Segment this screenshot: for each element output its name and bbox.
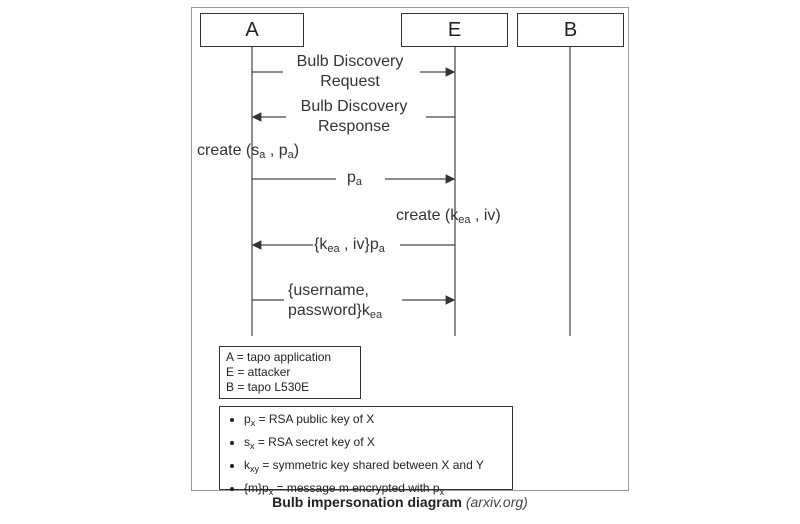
caption-title: Bulb impersonation diagram <box>272 494 462 510</box>
msg-kea-iv: {kea , iv}pa <box>314 236 385 255</box>
actor-e-box: E <box>401 13 508 47</box>
legend-actor-e: E = attacker <box>226 365 291 379</box>
legend-actor-b: B = tapo L530E <box>226 380 310 394</box>
diagram-frame <box>191 7 629 491</box>
legend-encrypted-message: {m}px = message m encrypted with px <box>244 479 506 502</box>
caption-source: (arxiv.org) <box>465 494 528 510</box>
actor-b-box: B <box>517 13 624 47</box>
msg-pa: pa <box>347 169 363 188</box>
key-legend: px = RSA public key of X sx = RSA secret… <box>219 406 513 497</box>
msg-discovery-request: Bulb Discovery Request <box>296 53 404 90</box>
legend-actor-a: A = tapo application <box>226 350 332 364</box>
legend-secret-key: sx = RSA secret key of X <box>244 433 506 456</box>
msg-create-a: create (sa , pa) <box>197 142 300 161</box>
actor-a-box: A <box>200 13 304 47</box>
msg-create-e: create (kea , iv) <box>396 207 501 226</box>
figure-caption: Bulb impersonation diagram (arxiv.org) <box>0 494 800 510</box>
msg-credentials: {username, password}kea <box>288 282 383 321</box>
legend-public-key: px = RSA public key of X <box>244 410 506 433</box>
msg-discovery-response: Bulb Discovery Response <box>300 98 408 135</box>
actor-legend: A = tapo application E = attacker B = ta… <box>219 346 361 399</box>
legend-symmetric-key: kxy = symmetric key shared between X and… <box>244 456 506 479</box>
